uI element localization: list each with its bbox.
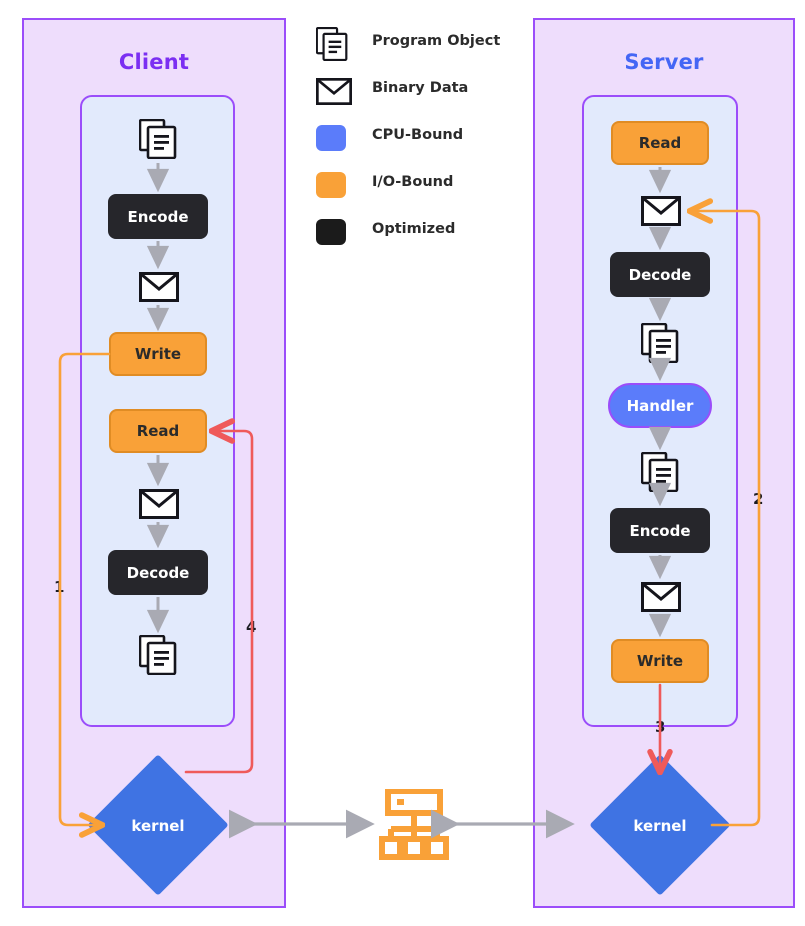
program-object-icon <box>138 634 177 679</box>
legend: Program Object Binary Data CPU-Bound I/O… <box>316 27 516 263</box>
io-bound-swatch <box>316 169 356 201</box>
optimized-swatch <box>316 216 356 248</box>
binary-data-icon <box>316 75 356 107</box>
program-object-icon <box>640 451 679 496</box>
program-object-icon <box>316 27 356 61</box>
server-kernel-label: kernel <box>633 817 687 835</box>
legend-item-program-object: Program Object <box>316 27 516 75</box>
program-object-icon <box>138 118 177 163</box>
network-hub-icon <box>379 788 449 865</box>
server-step-read: Read <box>611 121 709 165</box>
server-step-handler: Handler <box>608 383 712 428</box>
legend-label: Binary Data <box>372 80 469 96</box>
binary-data-icon <box>139 488 179 524</box>
client-step-encode: Encode <box>108 194 208 239</box>
cpu-bound-swatch <box>316 122 356 154</box>
legend-label: Optimized <box>372 221 456 237</box>
flow-label-1: 1 <box>54 578 65 596</box>
binary-data-icon <box>139 271 179 307</box>
legend-item-binary-data: Binary Data <box>316 75 516 122</box>
client-kernel-label: kernel <box>131 817 185 835</box>
legend-label: I/O-Bound <box>372 174 454 190</box>
legend-label: Program Object <box>372 33 501 49</box>
binary-data-icon <box>641 581 681 617</box>
flow-label-3: 3 <box>655 718 666 736</box>
legend-item-cpu-bound: CPU-Bound <box>316 122 516 169</box>
legend-item-optimized: Optimized <box>316 216 516 263</box>
server-step-decode: Decode <box>610 252 710 297</box>
client-step-read: Read <box>109 409 207 453</box>
client-step-decode: Decode <box>108 550 208 595</box>
program-object-icon <box>640 322 679 367</box>
binary-data-icon <box>641 195 681 231</box>
flow-label-2: 2 <box>753 490 764 508</box>
server-panel-title: Server <box>624 50 704 74</box>
server-step-encode: Encode <box>610 508 710 553</box>
flow-label-4: 4 <box>246 618 257 636</box>
legend-item-io-bound: I/O-Bound <box>316 169 516 216</box>
legend-label: CPU-Bound <box>372 127 464 143</box>
client-step-write: Write <box>109 332 207 376</box>
server-step-write: Write <box>611 639 709 683</box>
client-panel-title: Client <box>118 50 190 74</box>
